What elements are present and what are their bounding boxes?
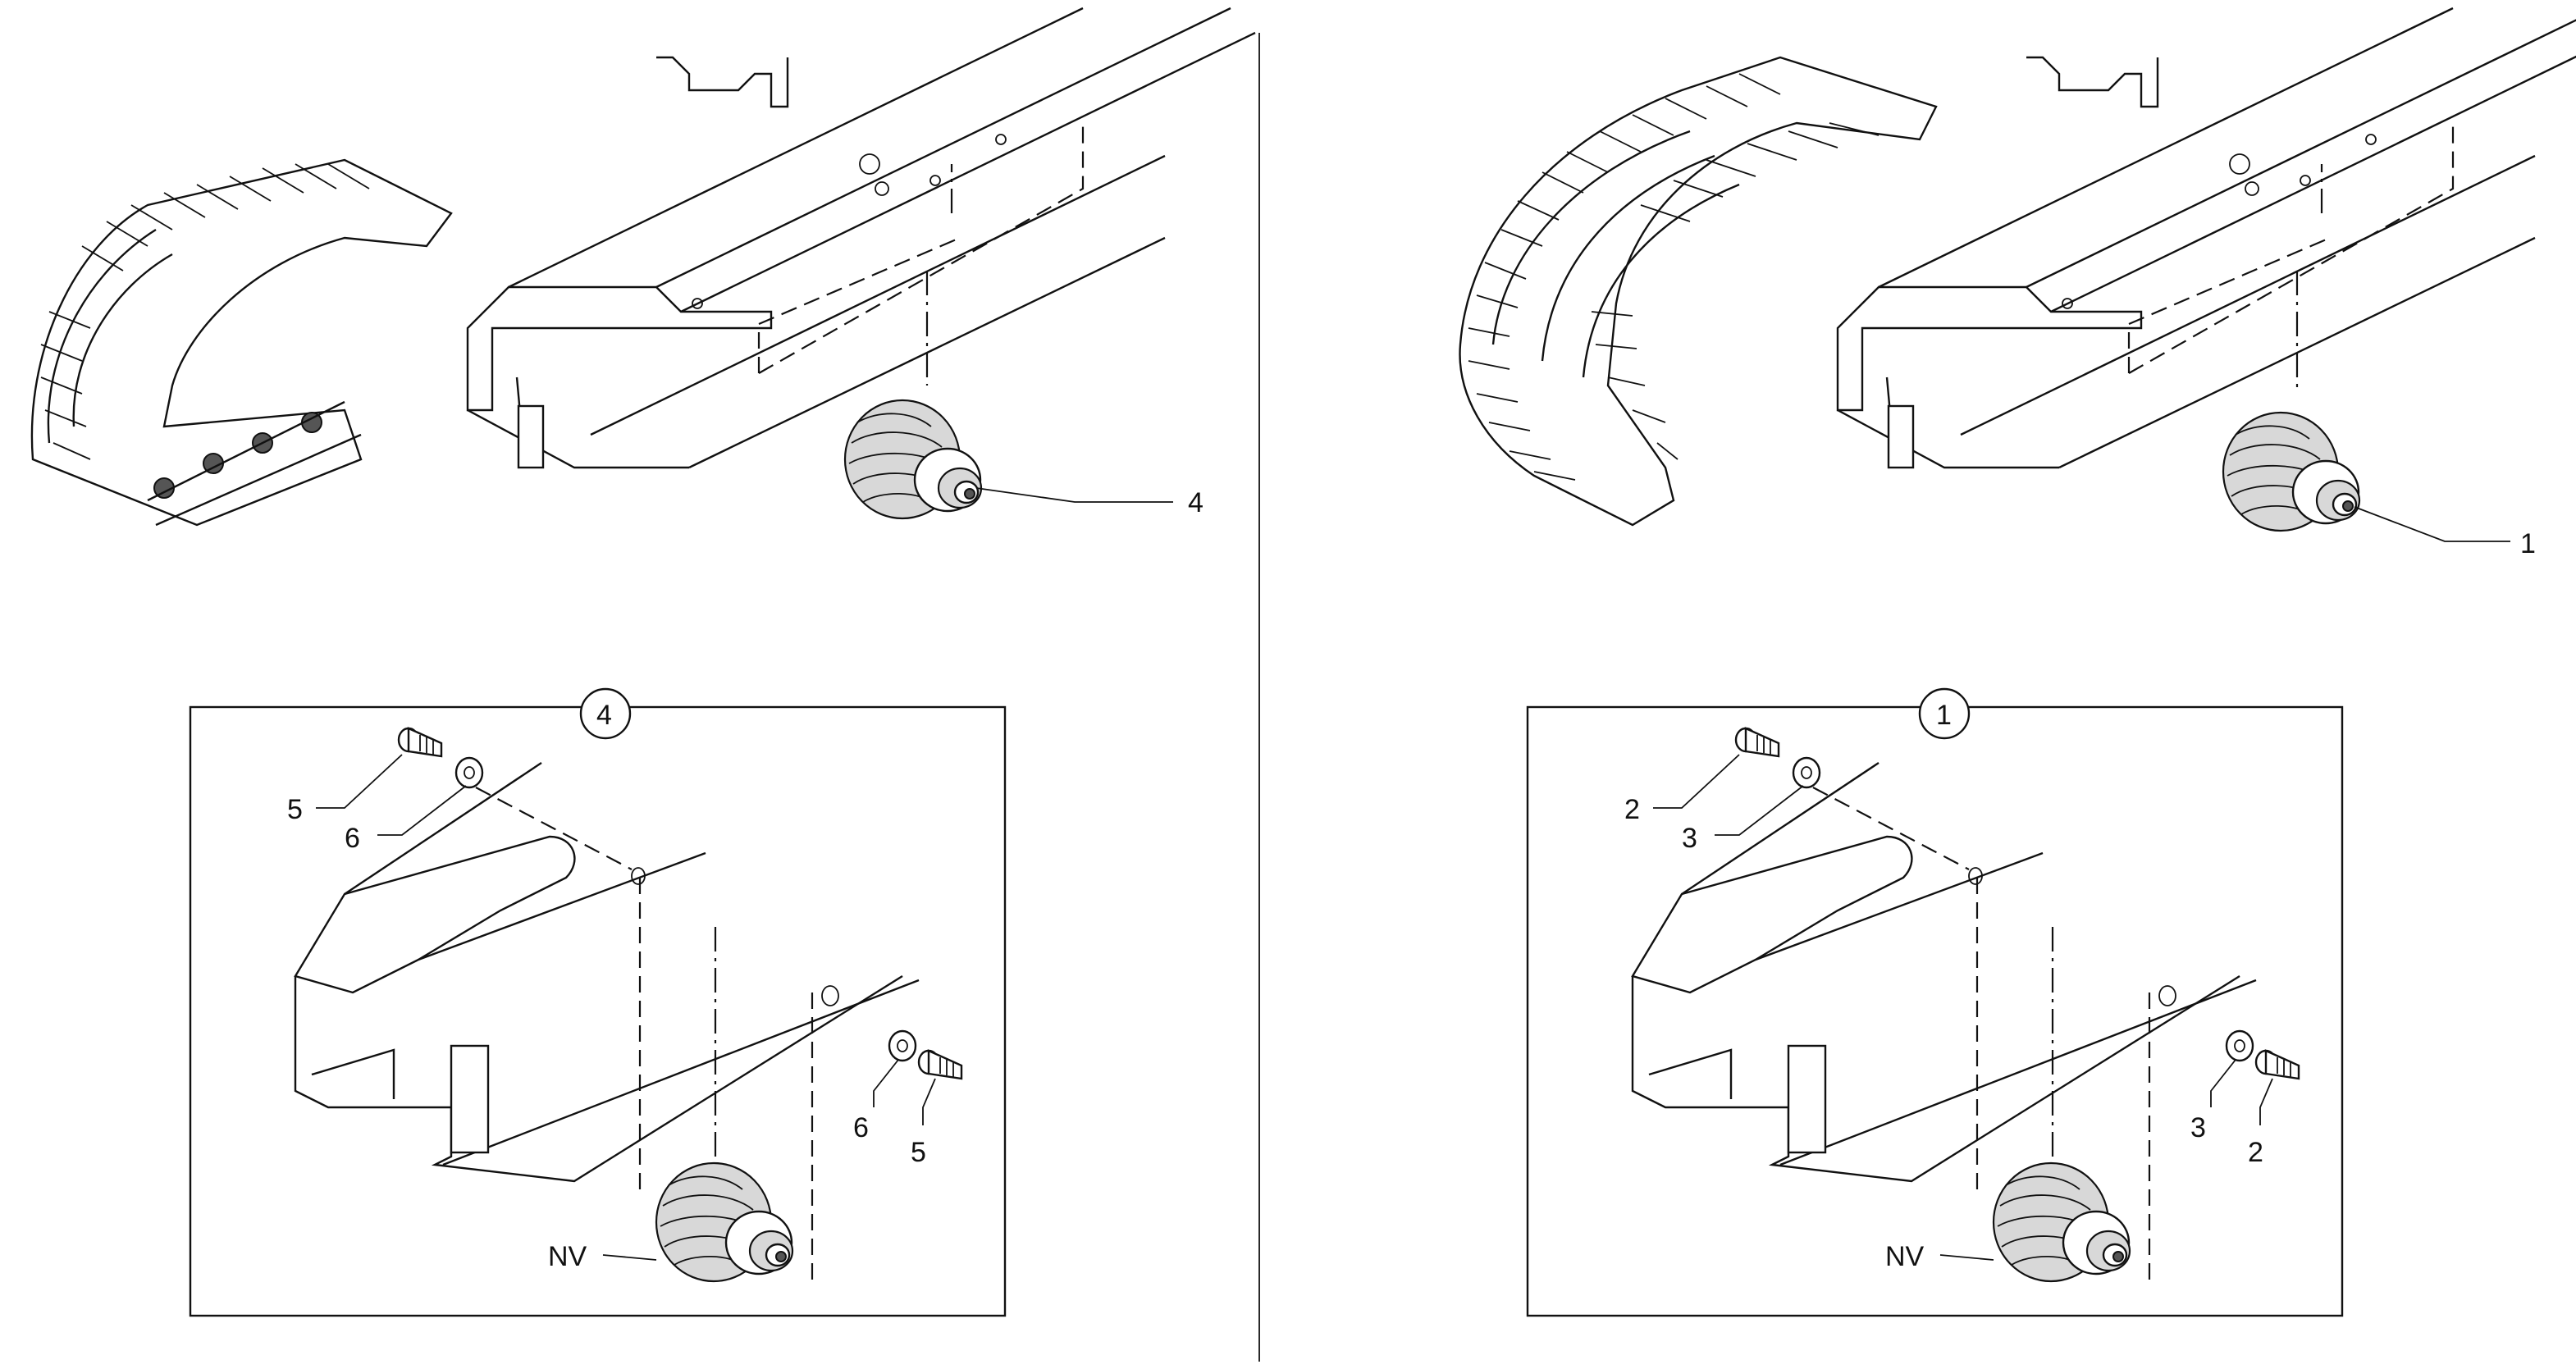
label-washer-top-right: 3 (1682, 823, 1697, 854)
bracket-detail-left (294, 762, 920, 1183)
track-roller-detail-left (655, 1161, 794, 1283)
track-roller-left (843, 399, 983, 520)
detail-badge-left (579, 687, 632, 740)
callout-label-4: 4 (1188, 487, 1204, 518)
steel-track-assembly (30, 158, 453, 527)
label-bolt-bottom-right: 2 (2248, 1137, 2263, 1168)
label-washer-top-left: 6 (345, 823, 360, 854)
undercarriage-frame-left (466, 7, 1257, 469)
track-roller-right (2222, 411, 2361, 532)
bolt-bottom-left (917, 1049, 963, 1080)
washer-bottom-right (2225, 1029, 2254, 1062)
undercarriage-frame-right (1836, 7, 2576, 469)
detail-badge-right (1918, 687, 1971, 740)
label-washer-bottom-right: 3 (2190, 1112, 2206, 1143)
bolt-top-left (397, 727, 443, 758)
rubber-track-assembly (1459, 56, 1938, 527)
detail-badge-text-left: 4 (596, 700, 612, 731)
leader-line-1 (2354, 506, 2510, 542)
washer-bottom-left (888, 1029, 917, 1062)
label-roller-left: NV (548, 1241, 587, 1272)
callout-label-1: 1 (2520, 528, 2536, 559)
label-bolt-top-right: 2 (1624, 794, 1640, 825)
detail-badge-text-right: 1 (1936, 700, 1952, 731)
label-washer-bottom-left: 6 (853, 1112, 869, 1143)
label-roller-right: NV (1885, 1241, 1925, 1272)
leader-line-4 (975, 487, 1173, 503)
label-bolt-top-left: 5 (287, 794, 303, 825)
bolt-top-right (1734, 727, 1780, 758)
bracket-detail-right (1631, 762, 2257, 1183)
track-roller-detail-right (1992, 1161, 2131, 1283)
washer-top-left (454, 756, 484, 789)
washer-top-right (1792, 756, 1821, 789)
bolt-bottom-right (2254, 1049, 2300, 1080)
label-bolt-bottom-left: 5 (911, 1137, 926, 1168)
